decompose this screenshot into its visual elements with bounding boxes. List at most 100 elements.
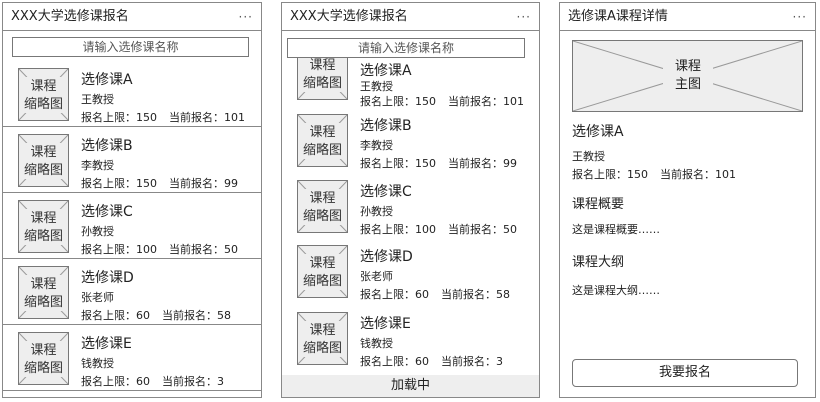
limit-label: 报名上限： [81, 177, 136, 190]
thumb-label: 课程 [30, 277, 57, 292]
current-value: 50 [503, 223, 517, 236]
thumb-label: 课程 [309, 323, 336, 338]
current-value: 101 [503, 95, 524, 108]
limit-value: 60 [136, 309, 150, 322]
course-thumbnail: 课程缩略图 [18, 134, 69, 187]
thumb-label: 课程 [30, 145, 57, 160]
limit-value: 60 [136, 375, 150, 388]
course-thumbnail: 课程缩略图 [297, 312, 348, 365]
thumb-label: 课程 [30, 79, 57, 94]
teacher-name: 李教授 [81, 159, 114, 172]
course-name: 选修课A [360, 63, 412, 79]
summary-text: 这是课程概要…… [572, 223, 660, 236]
current-label: 当前报名： [441, 355, 496, 368]
teacher-name: 孙教授 [81, 225, 114, 238]
thumb-label: 缩略图 [23, 229, 63, 244]
limit-label: 报名上限： [81, 309, 136, 322]
course-thumbnail: 课程缩略图 [18, 68, 69, 121]
more-icon[interactable]: ··· [516, 10, 531, 24]
header: XXX大学选修课报名··· [282, 3, 539, 31]
limit-label: 报名上限： [360, 288, 415, 301]
thumb-label: 课程 [309, 58, 336, 73]
course-list-scrolled-screen: XXX大学选修课报名··· 请输入选修课名称 课程缩略图 选修课A 王教授 报名… [281, 2, 540, 398]
image-label: 课程 [674, 59, 701, 74]
more-icon[interactable]: ··· [238, 10, 253, 24]
limit-label: 报名上限： [81, 375, 136, 388]
course-thumbnail: 课程缩略图 [297, 180, 348, 233]
placeholder-image-icon [298, 181, 347, 232]
current-value: 58 [496, 288, 510, 301]
teacher-name: 王教授 [360, 80, 393, 93]
limit-label: 报名上限： [360, 157, 415, 170]
search-input[interactable]: 请输入选修课名称 [287, 38, 525, 58]
current-value: 3 [217, 375, 224, 388]
enrollment-stats: 报名上限：150 当前报名：101 [572, 166, 736, 182]
thumb-label: 缩略图 [302, 76, 342, 91]
course-name: 选修课D [360, 249, 413, 265]
current-value: 99 [503, 157, 517, 170]
more-icon[interactable]: ··· [792, 10, 807, 24]
current-value: 50 [224, 243, 238, 256]
current-label: 当前报名： [441, 288, 496, 301]
placeholder-image-icon [19, 201, 68, 252]
outline-heading: 课程大纲 [572, 255, 625, 270]
teacher-name: 张老师 [81, 291, 114, 304]
limit-label: 报名上限： [572, 168, 627, 181]
course-thumbnail: 课程缩略图 [18, 266, 69, 319]
current-label: 当前报名： [660, 168, 715, 181]
limit-value: 100 [415, 223, 436, 236]
current-label: 当前报名： [162, 309, 217, 322]
course-name: 选修课B [81, 138, 133, 154]
current-label: 当前报名： [448, 157, 503, 170]
limit-value: 100 [136, 243, 157, 256]
current-value: 101 [224, 111, 245, 124]
current-label: 当前报名： [169, 111, 224, 124]
thumb-label: 课程 [30, 211, 57, 226]
course-name: 选修课C [360, 184, 412, 200]
course-name: 选修课A [572, 124, 624, 140]
teacher-name: 钱教授 [81, 357, 114, 370]
limit-value: 150 [415, 157, 436, 170]
course-thumbnail: 课程缩略图 [18, 200, 69, 253]
thumb-label: 课程 [30, 343, 57, 358]
limit-value: 60 [415, 288, 429, 301]
current-label: 当前报名： [169, 243, 224, 256]
enroll-button[interactable]: 我要报名 [572, 359, 798, 387]
thumb-label: 课程 [309, 256, 336, 271]
limit-value: 150 [415, 95, 436, 108]
thumb-label: 课程 [309, 125, 336, 140]
current-value: 3 [496, 355, 503, 368]
summary-heading: 课程概要 [572, 197, 625, 212]
search-input[interactable]: 请输入选修课名称 [12, 37, 249, 57]
limit-value: 150 [627, 168, 648, 181]
thumb-label: 缩略图 [302, 341, 342, 356]
header: XXX大学选修课报名··· [3, 3, 261, 31]
teacher-name: 王教授 [81, 93, 114, 106]
thumb-label: 缩略图 [23, 97, 63, 112]
thumb-label: 缩略图 [302, 143, 342, 158]
teacher-name: 钱教授 [360, 337, 393, 350]
current-label: 当前报名： [448, 223, 503, 236]
placeholder-image-icon [19, 333, 68, 384]
course-thumbnail: 课程缩略图 [297, 114, 348, 167]
course-name: 选修课E [360, 316, 411, 332]
page-title: 选修课A课程详情 [568, 9, 668, 24]
course-name: 选修课A [81, 72, 133, 88]
course-list-screen: XXX大学选修课报名··· 请输入选修课名称 课程缩略图 选修课A 王教授 报名… [2, 2, 262, 398]
placeholder-image-icon [19, 135, 68, 186]
current-value: 101 [715, 168, 736, 181]
thumb-label: 缩略图 [23, 361, 63, 376]
limit-label: 报名上限： [360, 95, 415, 108]
